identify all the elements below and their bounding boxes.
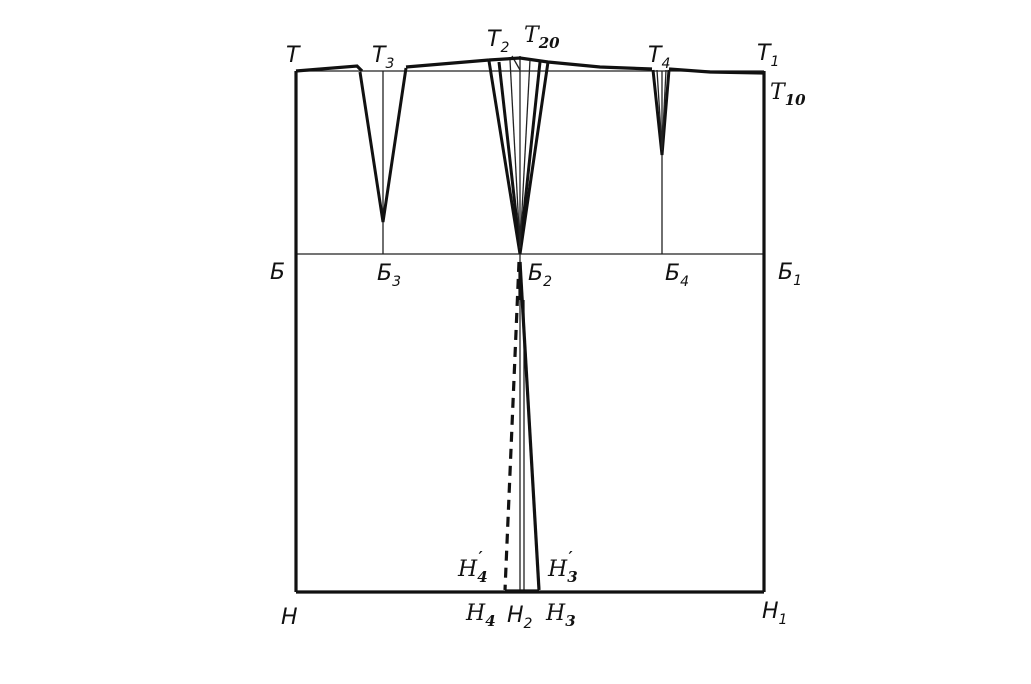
label-t10: Т10: [770, 80, 806, 109]
label-b2: Б2: [528, 261, 552, 290]
waist-contour-raised: [488, 56, 653, 71]
label-h2: Н2: [507, 603, 533, 632]
waist-contour-middle: [405, 58, 490, 69]
label-b: Б: [270, 260, 285, 285]
label-t2: Т2: [487, 27, 509, 56]
label-b4: Б4: [665, 261, 689, 290]
side-dart-outer: [487, 60, 550, 255]
label-b3: Б3: [377, 261, 401, 290]
dart-t3: [358, 67, 408, 223]
side-dart-thin-a: [509, 59, 521, 249]
label-h3-prime: Н3′: [547, 548, 578, 586]
label-h4-prime: Н4′: [457, 548, 488, 586]
waist-contour-back: [668, 67, 765, 75]
waist-contour-front: [295, 64, 364, 73]
label-t20: Т20: [524, 23, 560, 52]
label-h3: Н3: [545, 601, 576, 630]
side-dart-inner-b: [518, 61, 542, 251]
label-h: Н: [281, 605, 298, 630]
label-t3: Т3: [372, 43, 394, 72]
side-dart-inner-a: [497, 61, 522, 251]
side-dart-thin-b: [519, 59, 531, 249]
dart-t4: [651, 69, 671, 156]
label-h4: Н4: [465, 601, 496, 630]
side-seam-back: [518, 261, 541, 591]
label-t4: Т4: [648, 43, 670, 72]
dart-t4-inner: [656, 69, 663, 151]
label-t1: Т1: [757, 41, 779, 70]
label-b1: Б1: [778, 260, 802, 289]
side-seam-front-dashed: [503, 261, 521, 591]
dart-t4-inner-2: [661, 69, 667, 151]
label-h1: Н1: [762, 599, 787, 628]
label-t: Т: [286, 43, 301, 68]
